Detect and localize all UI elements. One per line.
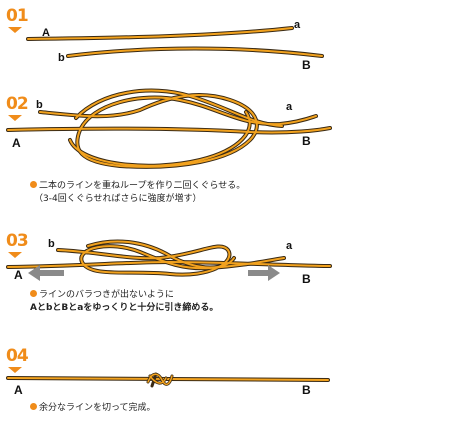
bullet-icon — [30, 181, 37, 188]
label-a: a — [286, 240, 293, 252]
step4-line — [6, 372, 330, 388]
note-line: ラインのバラつきが出ないように — [39, 290, 174, 300]
label-A: A — [42, 27, 50, 39]
label-A: A — [14, 268, 23, 282]
step-number: 02 — [6, 94, 29, 114]
step-arrow-icon — [8, 252, 22, 258]
label-b: b — [36, 99, 43, 111]
label-b: b — [48, 238, 55, 250]
step-number: 04 — [6, 346, 29, 366]
step2-knot — [6, 88, 332, 169]
label-B: B — [302, 134, 311, 148]
label-A: A — [12, 136, 21, 150]
step-3-note: ラインのバラつきが出ないように AとbとBとaをゆっくりと十分に引き締める。 — [30, 289, 218, 315]
note-line: AとbとBとaをゆっくりと十分に引き締める。 — [30, 303, 219, 313]
step1-lines — [26, 26, 324, 58]
bullet-icon — [30, 290, 37, 297]
step-number: 01 — [6, 6, 29, 26]
label-A: A — [14, 383, 23, 397]
label-B: B — [302, 58, 311, 72]
note-line: （3-4回くぐらせればさらに強度が増す） — [34, 194, 202, 204]
step-2-note: 二本のラインを重ねループを作り二回くぐらせる。 （3-4回くぐらせればさらに強度… — [30, 180, 245, 206]
pull-arrow-left — [28, 265, 64, 281]
step-arrow-icon — [8, 115, 22, 121]
label-a: a — [294, 19, 301, 31]
step-arrow-icon — [8, 367, 22, 373]
step-4-note: 余分なラインを切って完成。 — [30, 402, 156, 415]
note-line: 余分なラインを切って完成。 — [39, 403, 156, 413]
label-a: a — [286, 101, 293, 113]
step-arrow-icon — [8, 27, 22, 33]
label-B: B — [302, 272, 311, 286]
note-line: 二本のラインを重ねループを作り二回くぐらせる。 — [39, 181, 246, 191]
step-number: 03 — [6, 231, 29, 251]
label-B: B — [302, 383, 311, 397]
label-b: b — [58, 52, 65, 64]
bullet-icon — [30, 403, 37, 410]
step3-knot — [6, 239, 332, 277]
pull-arrow-right — [248, 265, 280, 281]
